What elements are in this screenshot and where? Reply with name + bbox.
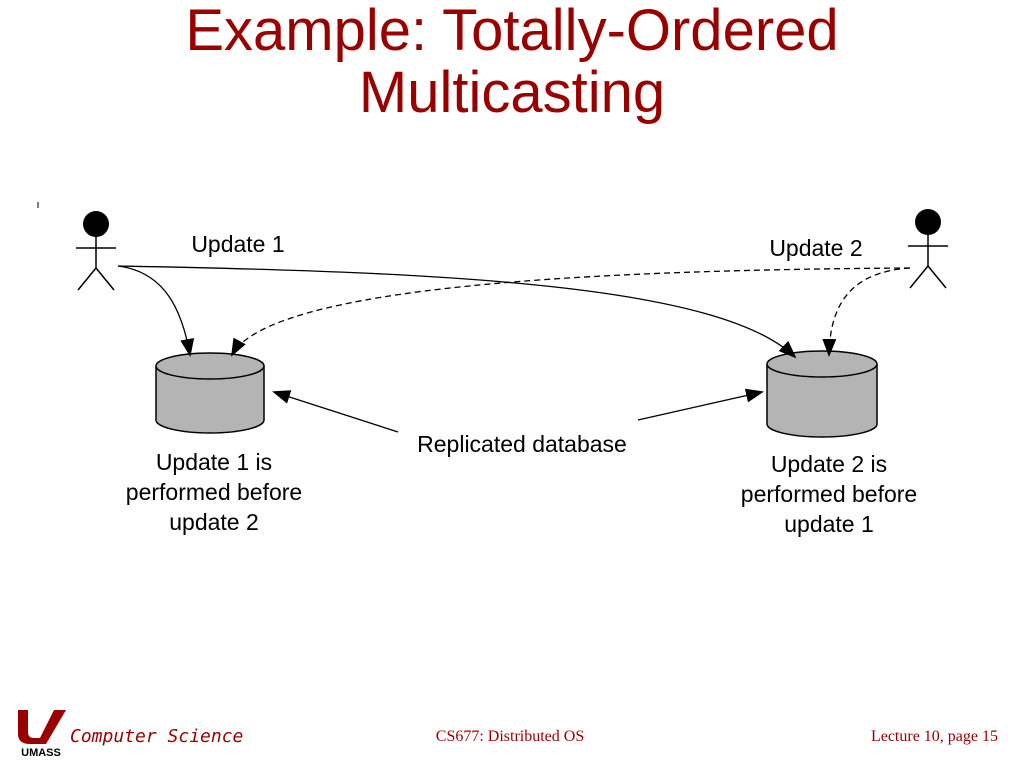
left-db-caption-line: Update 1 is	[156, 449, 272, 475]
update1-arrow-remote	[117, 265, 797, 359]
database-icon	[766, 350, 878, 438]
slide-title-line-1: Example: Totally-Ordered	[185, 0, 839, 63]
person-icon	[908, 209, 948, 289]
footer-course: CS677: Distributed OS	[435, 728, 585, 745]
update1-arrow-local	[117, 265, 195, 357]
replicated-pointer-right	[637, 388, 764, 421]
footer-page-number: Lecture 10, page 15	[870, 728, 998, 745]
right-db-caption-line: performed before	[741, 481, 917, 507]
replicated-database-label: Replicated database	[417, 431, 627, 457]
umass-logo: UMASS	[14, 706, 68, 758]
footer-department: Computer Science	[70, 726, 244, 747]
right-db-caption-line: update 1	[784, 511, 874, 537]
update1-label: Update 1	[191, 231, 284, 257]
database-icon	[155, 352, 265, 434]
update2-arrow-local	[822, 267, 911, 357]
slide-title: Example: Totally-Ordered Multicasting	[0, 0, 1024, 124]
update2-label: Update 2	[769, 235, 862, 261]
logo-text: UMASS	[21, 747, 61, 758]
right-db-caption-line: Update 2 is	[771, 451, 887, 477]
left-db-caption-line: update 2	[169, 509, 259, 535]
replicated-pointer-left	[272, 390, 399, 433]
update2-arrow-remote	[231, 267, 911, 357]
left-db-caption-line: performed before	[126, 479, 302, 505]
person-icon	[76, 211, 116, 291]
slide-title-line-2: Multicasting	[358, 60, 666, 125]
